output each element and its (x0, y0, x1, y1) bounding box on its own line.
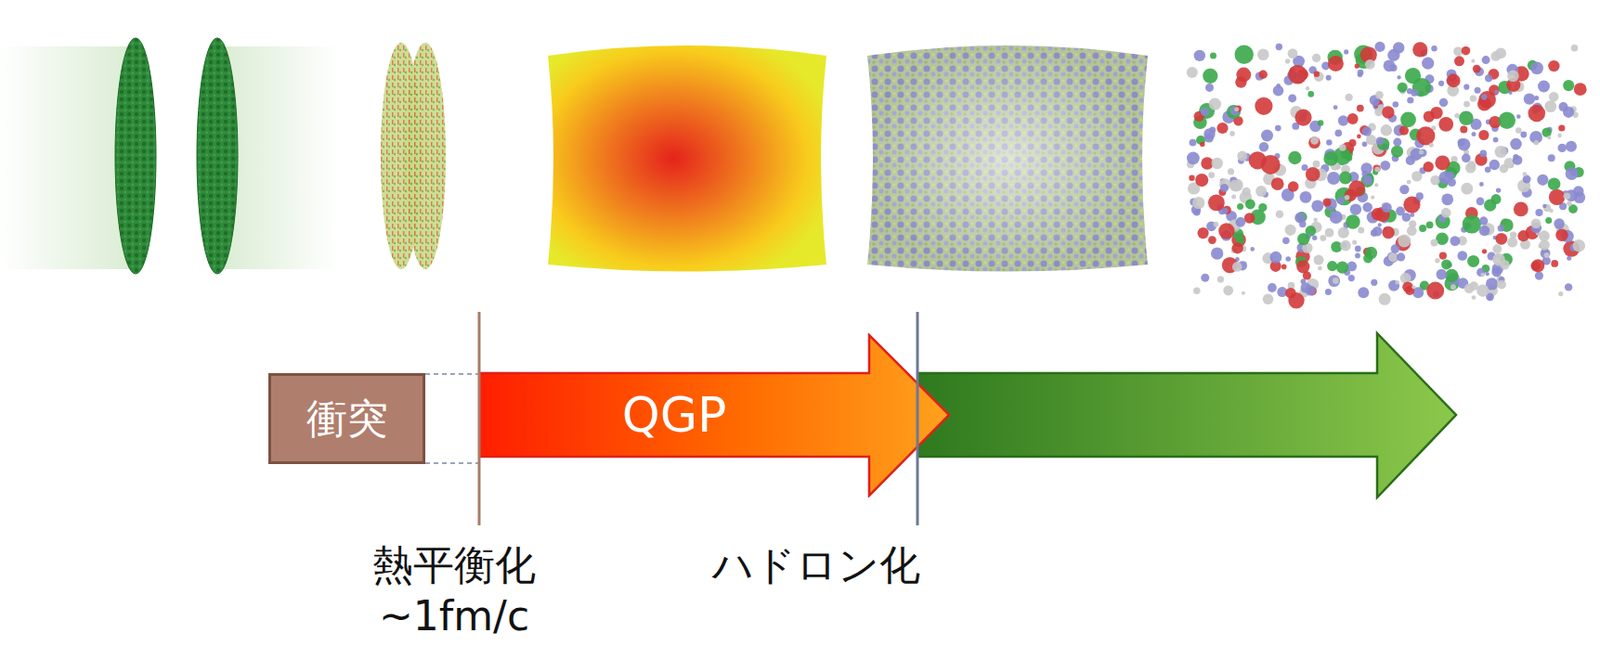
stage-label: ハドロン化 (712, 543, 921, 588)
stage-label: 衝突 (306, 391, 389, 447)
stage-label: 熱平衡化 (372, 543, 536, 588)
qgp-arrow: QGP (479, 333, 951, 498)
thermalization-line (478, 312, 482, 526)
time-label: ~1fm/c (378, 594, 530, 639)
phase-label: QGP (479, 373, 870, 457)
dashed-guide (425, 373, 480, 376)
dashed-guide (425, 462, 480, 465)
hadronization-line (916, 312, 920, 526)
collision-box: 衝突 (268, 373, 426, 465)
